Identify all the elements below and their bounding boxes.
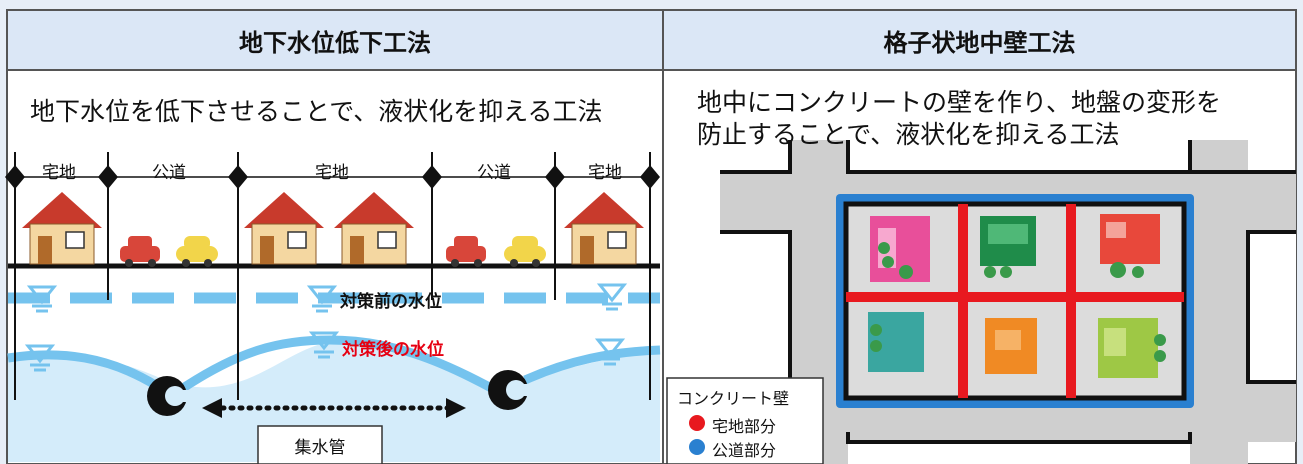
legend-blue-dot-icon <box>689 439 705 455</box>
tree-icons <box>870 242 1166 362</box>
zone-label: 公道 <box>477 163 511 183</box>
legend-red-dot-icon <box>689 415 705 431</box>
house-icon <box>22 192 102 265</box>
before-water-level-label: 対策前の水位 <box>340 292 442 312</box>
zone-diamonds <box>5 165 660 189</box>
right-panel-description-line1: 地中にコンクリートの壁を作り、地盤の変形を <box>697 88 1222 117</box>
after-water-line-right <box>523 345 661 385</box>
road-edges <box>720 140 1296 444</box>
collection-pipe-icon <box>147 376 193 416</box>
after-water-line-left <box>7 350 163 392</box>
house-icon <box>564 192 644 265</box>
house-icon <box>244 192 324 265</box>
legend-item-road: 公道部分 <box>712 441 777 460</box>
zone-label: 宅地 <box>588 163 622 183</box>
house-icon <box>334 192 414 265</box>
dotted-double-arrow <box>202 398 466 418</box>
car-icon <box>176 236 218 267</box>
pipe-label: 集水管 <box>294 437 346 458</box>
lot-buildings <box>868 214 1160 378</box>
right-panel-description-line2: 防止することで、液状化を抑える工法 <box>697 120 1120 149</box>
residential-wall-grid <box>846 204 1184 398</box>
groundwater-body <box>8 341 660 462</box>
car-icon <box>504 236 546 267</box>
zone-label: 宅地 <box>42 163 76 183</box>
zone-label: 宅地 <box>315 163 349 183</box>
zone-label: 公道 <box>152 163 186 183</box>
car-icon <box>446 236 486 267</box>
left-panel-description: 地下水位を低下させることで、液状化を抑える工法 <box>30 97 603 126</box>
left-panel-title: 地下水位低下工法 <box>239 28 431 57</box>
legend-item-residential: 宅地部分 <box>712 417 777 436</box>
car-icon <box>120 236 160 267</box>
after-water-level-label: 対策後の水位 <box>342 340 444 360</box>
pipe-label-box <box>257 425 383 464</box>
legend-title: コンクリート壁 <box>677 389 790 408</box>
water-level-marker-icons <box>24 283 628 372</box>
header-row <box>7 10 1296 70</box>
collection-pipe-icon <box>488 370 534 410</box>
right-panel-title: 格子状地中壁工法 <box>883 28 1076 57</box>
